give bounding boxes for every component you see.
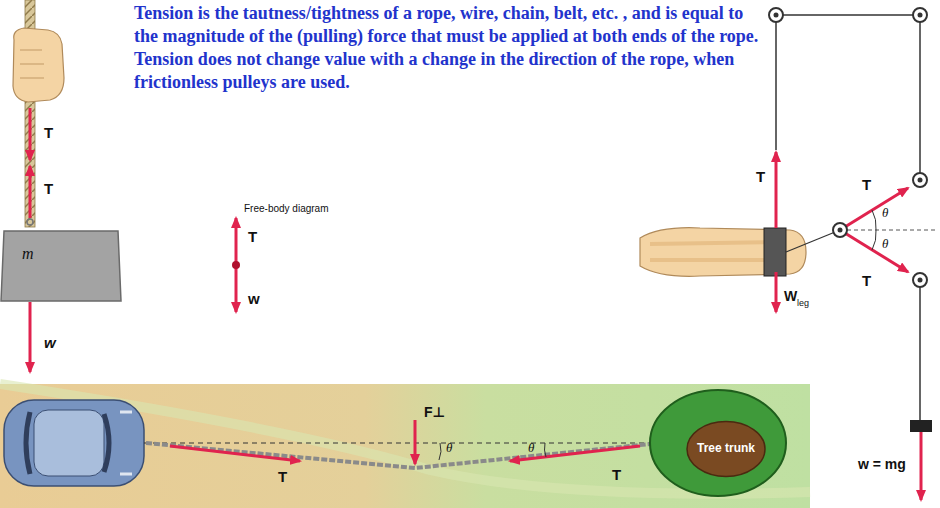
weight-label: w <box>44 334 56 351</box>
tension-label: T <box>862 176 871 193</box>
leg-cuff <box>764 228 786 276</box>
traction-frame <box>776 15 920 420</box>
fbd-arrow <box>235 268 238 312</box>
node-text: m <box>22 245 34 263</box>
tension-label: T <box>248 228 257 245</box>
tension-arrow <box>775 152 778 228</box>
fbd-point <box>232 261 240 269</box>
tension-label: T <box>44 124 53 141</box>
tension-arrow <box>840 188 908 230</box>
weight-arrow <box>920 432 923 500</box>
hand <box>13 28 64 102</box>
weight-label: w = mg <box>858 456 906 472</box>
tension-label: T <box>756 168 765 185</box>
weight-label: w <box>248 290 260 307</box>
node-shape <box>0 227 122 302</box>
tension-arrow <box>840 230 908 272</box>
description-text: Tension is the tautness/tightness of a r… <box>134 2 770 94</box>
angle-label: θ <box>446 440 452 456</box>
reference-line <box>144 443 690 444</box>
tension-arrow <box>29 108 32 160</box>
node-text: Tree trunk <box>693 442 759 455</box>
ground <box>0 384 810 508</box>
angle-label: θ <box>528 440 534 456</box>
pulley <box>769 8 927 287</box>
tree-trunk: Tree trunk <box>648 388 788 498</box>
weight-arrow <box>775 272 778 312</box>
force-label: F⊥ <box>424 404 445 420</box>
subscript: leg <box>797 298 809 308</box>
weight-label: W <box>784 288 797 304</box>
mass-block: m <box>0 227 122 302</box>
weight-arrow <box>29 302 32 372</box>
tension-label: T <box>44 180 53 197</box>
tension-label: T <box>278 468 287 485</box>
fbd-arrow <box>235 218 238 262</box>
tension-arrow <box>29 166 32 218</box>
angle-label: θ <box>882 236 888 252</box>
tension-arrow <box>170 446 300 461</box>
angle-label: θ <box>882 205 888 221</box>
car <box>4 400 144 486</box>
weight <box>910 420 932 432</box>
chain <box>146 443 660 468</box>
caption-text: Free-body diagram <box>244 203 328 214</box>
leg <box>640 228 806 277</box>
tension-label: T <box>862 272 871 289</box>
force-arrow <box>414 420 417 464</box>
tension-label: T <box>612 466 621 483</box>
